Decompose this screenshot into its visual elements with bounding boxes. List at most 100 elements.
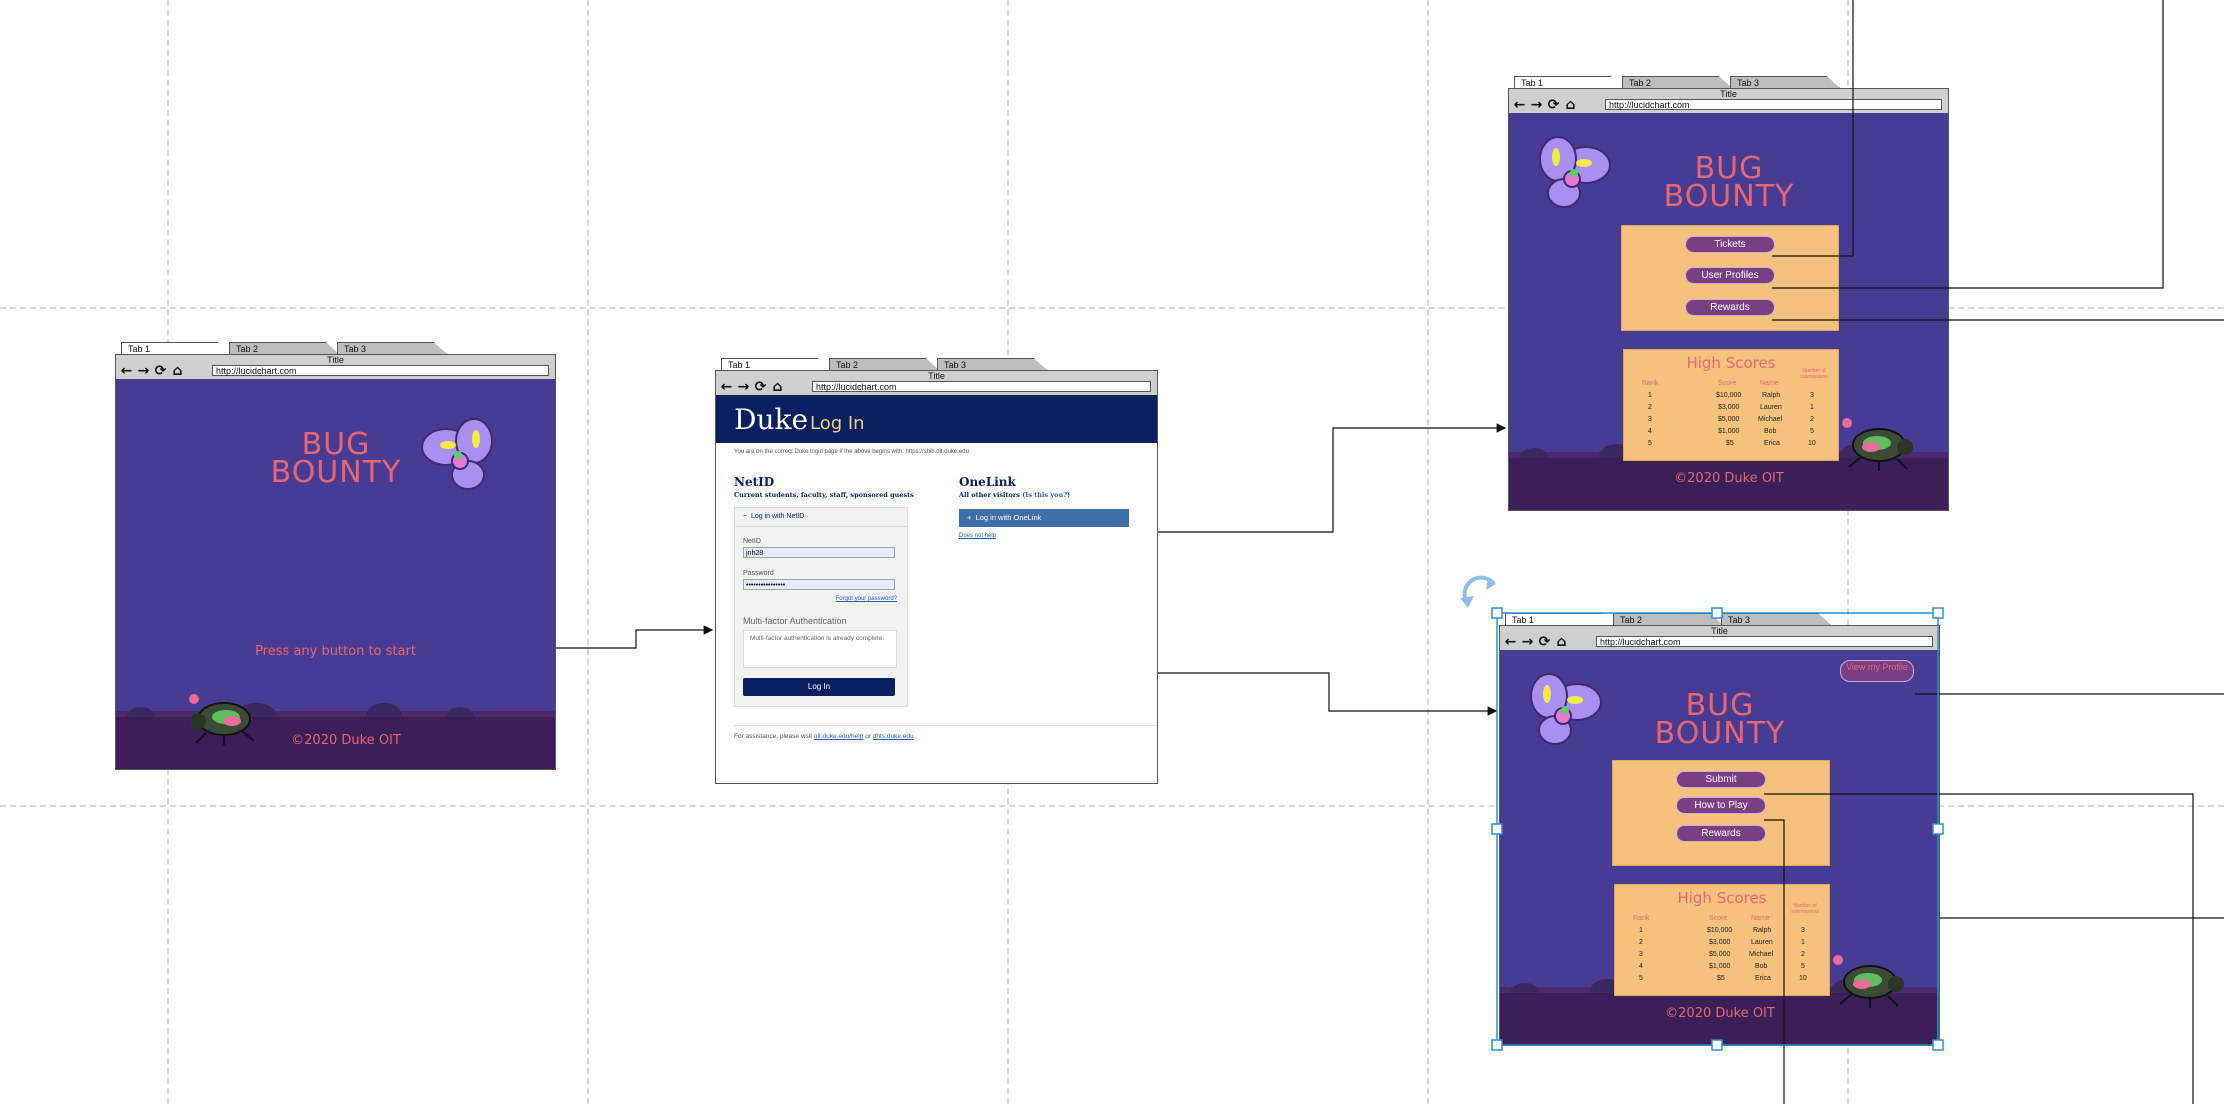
connector-tickets [1772,0,1854,257]
home-icon[interactable]: ⌂ [1565,97,1576,113]
table-cell: Michael [1758,416,1783,423]
table-cell: $10,000 [1716,392,1742,399]
forward-arrow-icon[interactable]: → [137,363,150,379]
address-bar[interactable]: http://lucidchart.com [212,365,549,376]
netid-subtitle: Current students, faculty, staff, sponso… [734,491,914,499]
game-screen: BUG BOUNTY Press any button to start [116,379,555,769]
reload-icon[interactable]: ⟳ [1538,634,1551,650]
butterfly-icon [1539,136,1611,208]
back-arrow-icon[interactable]: ← [120,363,133,379]
password-field[interactable]: •••••••••••••••• [743,579,895,590]
menu-screen-top-browser: Tab 1 Tab 2 Tab 3 Title ←→⟳⌂ http://luci… [1508,76,1949,511]
view-my-profile-button[interactable]: View my Profile [1840,660,1914,682]
resize-handle [1711,607,1723,619]
menu-screen-bottom-browser[interactable]: Tab 1 Tab 2 Tab 3 Title ←→⟳⌂ http://luci… [1499,613,1940,1046]
forgot-password-link[interactable]: Forgot your password? [835,596,897,602]
netid-label: NetID [743,538,761,545]
table-cell: 2 [1801,951,1805,958]
tickets-button[interactable]: Tickets [1685,236,1775,253]
submit-button[interactable]: Submit [1676,771,1766,788]
table-cell: 10 [1799,975,1807,982]
table-cell: 10 [1808,440,1816,447]
connector-submit [1764,793,2194,1104]
table-cell: 4 [1639,963,1643,970]
window-title: Title [928,371,945,381]
table-cell: 2 [1639,939,1643,946]
how-to-play-button[interactable]: How to Play [1676,797,1766,814]
game-title: BUG BOUNTY [1654,688,1786,751]
dhts-link[interactable]: dhts.duke.edu [872,733,914,740]
high-scores-title: High Scores [1677,889,1767,907]
connector-start-to-login [556,625,714,649]
login-screen-browser: Tab 1 Tab 2 Tab 3 Title ←→⟳⌂ http://luci… [715,358,1158,784]
table-cell: $1,000 [1709,963,1731,970]
table-cell: $3,000 [1709,939,1731,946]
window-title: Title [1711,626,1728,636]
connector-user-profiles [1772,0,2164,289]
browser-nav: ←→⟳ ⌂ [1511,97,1579,113]
submissions-header: Number of submissions [1791,903,1819,915]
resize-handle [1711,1039,1723,1051]
copyright-text: ©2020 Duke OIT [291,733,401,748]
table-cell: Ralph [1753,927,1772,934]
home-icon[interactable]: ⌂ [172,363,183,379]
table-cell: 3 [1810,392,1814,399]
onelink-button[interactable]: + Log in with OneLink [959,509,1129,527]
address-bar[interactable]: http://lucidchart.com [1605,99,1942,110]
table-cell: 3 [1801,927,1805,934]
address-bar[interactable]: http://lucidchart.com [812,381,1151,392]
table-cell: $10,000 [1707,927,1733,934]
butterfly-icon [1530,673,1602,745]
back-arrow-icon[interactable]: ← [720,379,733,395]
user-profiles-button[interactable]: User Profiles [1685,267,1775,284]
onelink-title: OneLink [959,475,1016,489]
start-prompt[interactable]: Press any button to start [255,644,416,659]
assistance-footer: For assistance, please visit oit.duke.ed… [734,733,914,740]
correct-page-notice: You are on the correct Duke login page i… [734,449,969,455]
forward-arrow-icon[interactable]: → [1521,634,1534,650]
rewards-button[interactable]: Rewards [1676,825,1766,842]
is-this-you-link[interactable]: (Is this you?) [1022,491,1071,499]
game-title: BUG BOUNTY [1663,151,1795,214]
home-icon[interactable]: ⌂ [1556,634,1567,650]
table-cell: $5,000 [1709,951,1731,958]
reload-icon[interactable]: ⟳ [1547,97,1560,113]
back-arrow-icon[interactable]: ← [1513,97,1526,113]
window-title: Title [1720,89,1737,99]
address-bar[interactable]: http://lucidchart.com [1596,636,1933,647]
home-icon[interactable]: ⌂ [772,379,783,395]
mfa-title: Multi-factor Authentication [743,616,847,626]
table-cell: 5 [1648,440,1652,447]
table-cell: $3,000 [1718,404,1740,411]
window-title: Title [327,355,344,365]
netid-title: NetID [734,475,775,489]
netid-toggle[interactable]: − Log in with NetID [735,508,907,527]
browser-nav: ←→⟳ ⌂ [118,363,186,379]
table-cell: 1 [1648,392,1652,399]
copyright-text: ©2020 Duke OIT [1674,471,1784,486]
reload-icon[interactable]: ⟳ [754,379,767,395]
forward-arrow-icon[interactable]: → [737,379,750,395]
table-cell: Bob [1764,428,1777,435]
butterfly-icon [421,418,493,490]
netid-field[interactable]: jnh28 [743,547,895,558]
beetle-icon [1842,418,1913,471]
netid-panel: − Log in with NetID NetID jnh28 Password… [734,507,908,707]
resize-handle [1491,1039,1503,1051]
selection-box[interactable] [1460,575,1944,1051]
game-screen: View my Profile BUG BOUNTY Submit How to… [1500,650,1939,1045]
rewards-button[interactable]: Rewards [1685,299,1775,316]
login-button[interactable]: Log In [743,678,895,696]
oit-help-link[interactable]: oit.duke.edu/help [813,733,864,740]
table-cell: $1,000 [1718,428,1740,435]
resize-handle [1491,823,1503,835]
table-cell: $5 [1717,975,1725,982]
back-arrow-icon[interactable]: ← [1504,634,1517,650]
table-cell: 5 [1810,428,1814,435]
name-header: Name [1751,915,1770,922]
forward-arrow-icon[interactable]: → [1530,97,1543,113]
plus-icon: + [967,513,972,522]
table-cell: 1 [1801,939,1805,946]
reload-icon[interactable]: ⟳ [154,363,167,379]
onelink-help-link[interactable]: Does not help [959,533,997,539]
